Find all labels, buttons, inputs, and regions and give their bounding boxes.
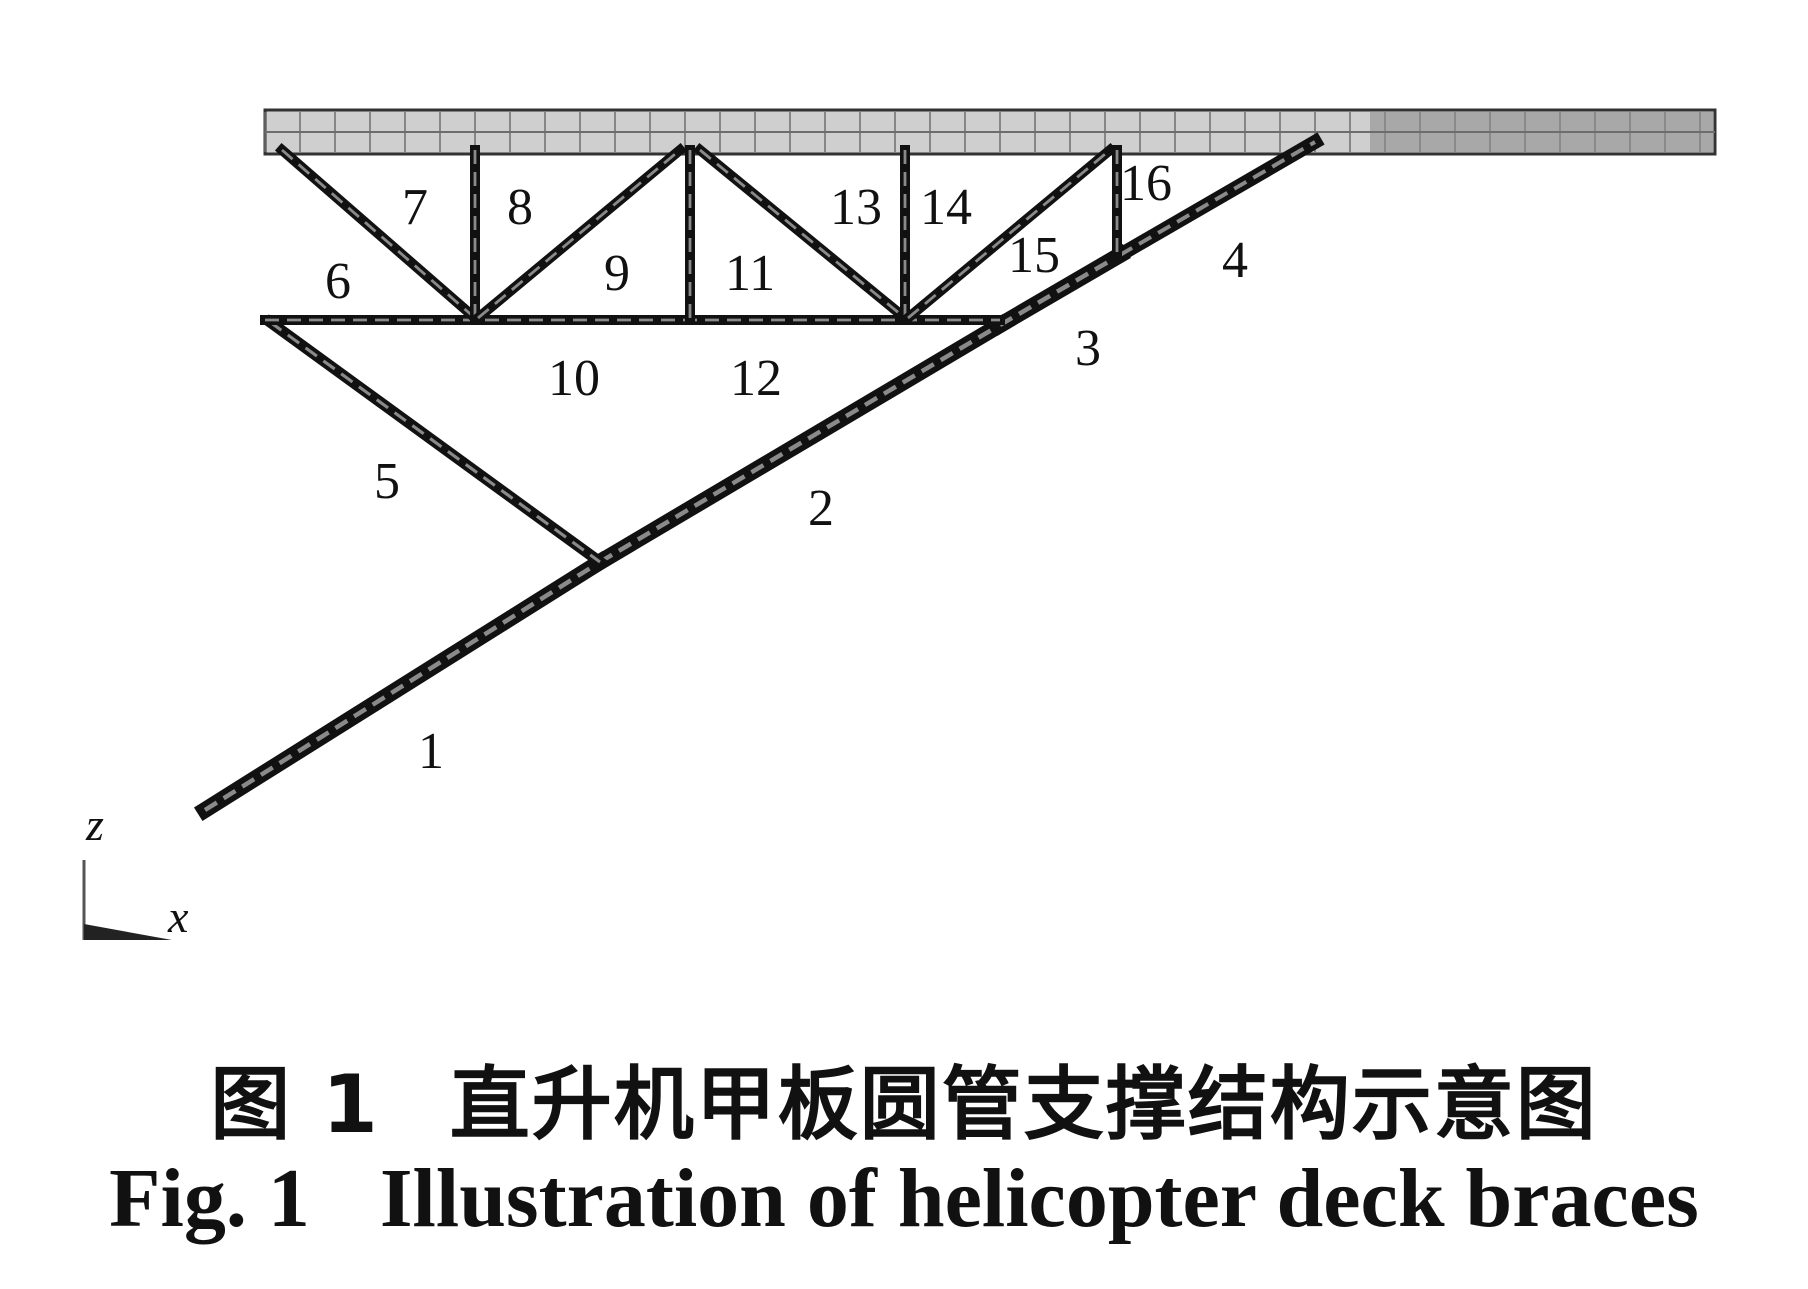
brace-members (193, 132, 1325, 822)
member-5-diagonal-brace-mesh (269, 320, 601, 564)
figure-caption-english: Fig. 1 Illustration of helicopter deck br… (0, 1150, 1808, 1247)
member-label-9: 9 (604, 245, 630, 302)
member-label-12: 12 (730, 350, 782, 407)
member-label-2: 2 (808, 480, 834, 537)
z-axis-label: z (85, 799, 104, 850)
coordinate-axes: z x (82, 799, 189, 942)
deck-plate-grid (264, 112, 1701, 152)
member-2-main-brace-mesh (598, 323, 1002, 564)
member-label-5: 5 (374, 453, 400, 510)
helicopter-deck-plate (263, 108, 1717, 156)
caption-cn-text: 直升机甲板圆管支撑结构示意图 (449, 1058, 1598, 1151)
member-4-main-brace-mesh (1119, 140, 1316, 257)
member-label-13: 13 (830, 179, 882, 236)
x-axis-arrow (84, 924, 172, 940)
member-1-main-brace-mesh (203, 560, 602, 812)
member-9-diagonal (470, 142, 688, 326)
x-axis-label: x (167, 891, 189, 942)
member-label-11: 11 (725, 245, 775, 302)
member-label-14: 14 (920, 179, 972, 236)
member-label-10: 10 (548, 350, 600, 407)
member-13-diagonal-mesh (699, 148, 906, 320)
member-label-8: 8 (507, 179, 533, 236)
deck-brace-diagram: 1 2 3 4 5 6 7 8 9 10 11 12 13 14 15 16 z… (82, 108, 1717, 942)
member-3-main-brace-mesh (998, 253, 1122, 327)
member-label-3: 3 (1075, 320, 1101, 377)
caption-cn-prefix: 图 1 (210, 1058, 380, 1151)
member-label-16: 16 (1120, 155, 1172, 212)
member-labels: 1 2 3 4 5 6 7 8 9 10 11 12 13 14 15 16 (325, 155, 1248, 780)
member-7-diagonal (274, 142, 483, 326)
member-label-6: 6 (325, 253, 351, 310)
member-label-7: 7 (402, 179, 428, 236)
member-label-4: 4 (1222, 232, 1248, 289)
member-label-1: 1 (418, 723, 444, 780)
member-15-diagonal (900, 142, 1118, 326)
caption-en-text: Illustration of helicopter deck braces (379, 1152, 1699, 1245)
figure-caption-chinese: 图 1 直升机甲板圆管支撑结构示意图 (0, 1040, 1808, 1156)
member-label-15: 15 (1008, 227, 1060, 284)
caption-en-prefix: Fig. 1 (109, 1152, 310, 1245)
